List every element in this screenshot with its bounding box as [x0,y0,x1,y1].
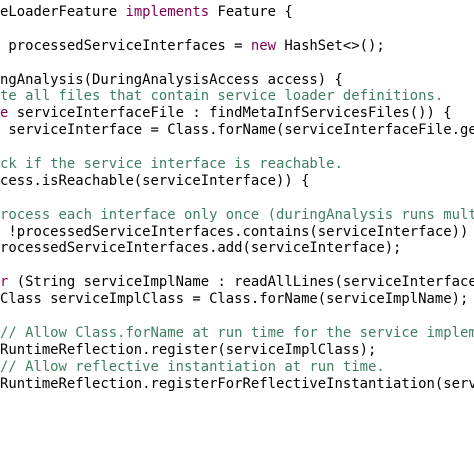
code-line [0,190,474,207]
code-line: // Allow Class.forName at run time for t… [0,325,474,342]
code-token: RuntimeReflection.registerForReflectiveI… [0,375,474,392]
code-line: RuntimeReflection.registerForReflectiveI… [0,376,474,393]
code-line [0,21,474,38]
code-line: serviceInterface = Class.forName(service… [0,122,474,139]
code-comment: rocess each interface only once (duringA… [0,206,474,223]
code-keyword: new [250,37,276,54]
code-comment: // Allow Class.forName at run time for t… [0,324,474,341]
code-line: ngAnalysis(DuringAnalysisAccess access) … [0,72,474,89]
code-line [0,308,474,325]
code-line [0,257,474,274]
code-line: te all files that contain service loader… [0,88,474,105]
code-line [0,139,474,156]
code-line: rocessedServiceInterfaces.add(serviceInt… [0,240,474,257]
code-line: Class serviceImplClass = Class.forName(s… [0,291,474,308]
code-token: processedServiceInterfaces = [0,37,251,54]
code-token: cess.isReachable(serviceInterface)) { [0,172,310,189]
code-token: Feature { [209,4,293,20]
code-text[interactable]: eLoaderFeature implements Feature { proc… [0,4,474,392]
code-keyword: r [0,274,9,291]
code-keyword: e [0,105,9,122]
code-line: eLoaderFeature implements Feature { [0,4,474,21]
code-token: Class serviceImplClass = Class.forName(s… [0,291,469,308]
code-token: (String serviceImplName : readAllLines(s… [8,274,474,291]
code-token: rocessedServiceInterfaces.add(serviceInt… [0,240,402,257]
code-line: r (String serviceImplName : readAllLines… [0,274,474,291]
code-line: !processedServiceInterfaces.contains(ser… [0,224,474,241]
code-line [0,55,474,72]
code-token: serviceInterfaceFile : findMetaInfServic… [8,105,452,122]
code-token: !processedServiceInterfaces.contains(ser… [0,223,474,240]
code-line: processedServiceInterfaces = new HashSet… [0,38,474,55]
code-comment: te all files that contain service loader… [0,88,444,105]
code-token: RuntimeReflection.register(serviceImplCl… [0,341,377,358]
code-comment: // Allow reflective instantiation at run… [0,358,385,375]
code-line: e serviceInterfaceFile : findMetaInfServ… [0,105,474,122]
code-token: eLoaderFeature [0,4,126,20]
code-line: // Allow reflective instantiation at run… [0,359,474,376]
code-token: serviceInterface = Class.forName(service… [0,122,474,139]
code-keyword: implements [125,4,210,20]
code-token: ngAnalysis(DuringAnalysisAccess access) … [0,71,343,88]
code-comment: ck if the service interface is reachable… [0,156,343,173]
code-line: cess.isReachable(serviceInterface)) { [0,173,474,190]
code-line: rocess each interface only once (duringA… [0,207,474,224]
code-line: RuntimeReflection.register(serviceImplCl… [0,342,474,359]
code-line: ck if the service interface is reachable… [0,156,474,173]
code-token: HashSet<>(); [275,37,385,54]
